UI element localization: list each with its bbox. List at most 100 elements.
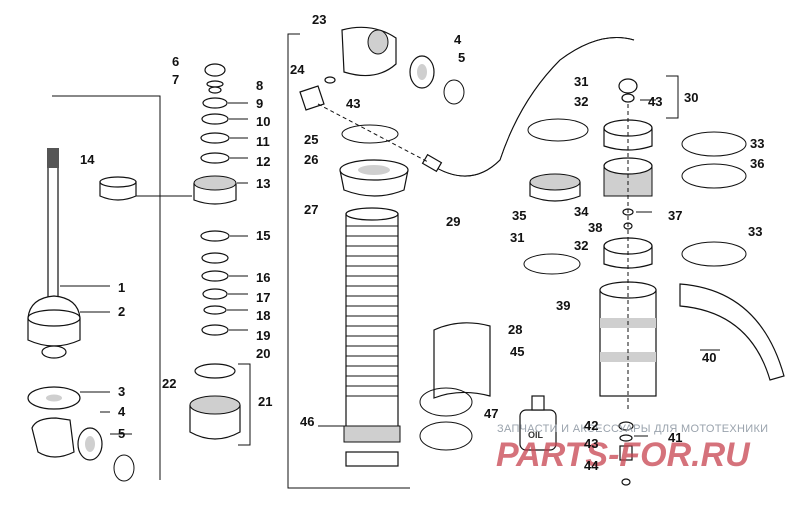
label-31a: 31 <box>574 74 588 89</box>
part-labels: 1 2 3 4 5 6 7 8 9 10 11 12 13 14 15 16 1… <box>80 12 764 473</box>
label-16: 16 <box>256 270 270 285</box>
label-20: 20 <box>256 346 270 361</box>
shim-15 <box>200 230 230 242</box>
leader-lines <box>60 99 720 437</box>
label-6: 6 <box>172 54 179 69</box>
shim-9 <box>202 97 228 109</box>
label-47: 47 <box>484 406 498 421</box>
label-37: 37 <box>668 208 682 223</box>
bump-stop-top <box>27 309 81 327</box>
label-24: 24 <box>290 62 305 77</box>
clip-47b <box>419 421 473 451</box>
washer-7 <box>206 80 224 88</box>
label-28: 28 <box>508 322 522 337</box>
spring-retainer-top <box>99 176 137 188</box>
label-15: 15 <box>256 228 270 243</box>
oring-43a <box>324 76 336 84</box>
label-5b: 5 <box>458 50 465 65</box>
label-11: 11 <box>256 134 270 149</box>
circlip-upper <box>443 79 465 105</box>
bracket-30 <box>666 75 679 119</box>
label-43a: 43 <box>346 96 360 111</box>
label-26: 26 <box>304 152 318 167</box>
label-25: 25 <box>304 132 318 147</box>
label-10: 10 <box>256 114 270 129</box>
oring-43b <box>621 93 635 103</box>
label-39: 39 <box>556 298 570 313</box>
label-14: 14 <box>80 152 95 167</box>
body-cap <box>341 26 397 77</box>
shim-12 <box>200 152 230 164</box>
label-3: 3 <box>118 384 125 399</box>
label-29: 29 <box>446 214 460 229</box>
label-4b: 4 <box>454 32 462 47</box>
bearing-inner <box>85 436 95 452</box>
reservoir-clamp <box>679 283 785 381</box>
label-21: 21 <box>258 394 272 409</box>
circlip-31b <box>523 253 581 275</box>
seal-head-top <box>189 395 241 415</box>
oring-43c <box>619 434 633 442</box>
watermark-tagline: ЗАПЧАСТИ И АКСЕССУАРЫ ДЛЯ МОТОТЕХНИКИ <box>497 423 768 435</box>
clip-47a <box>419 387 473 417</box>
label-33b: 33 <box>748 224 762 239</box>
label-42: 42 <box>584 418 598 433</box>
label-5a: 5 <box>118 426 125 441</box>
label-40: 40 <box>702 350 716 365</box>
body-threads <box>346 225 398 397</box>
label-4a: 4 <box>118 404 126 419</box>
label-19: 19 <box>256 328 270 343</box>
watermark: ЗАПЧАСТИ И АКСЕССУАРЫ ДЛЯ МОТОТЕХНИКИ PA… <box>496 423 768 474</box>
seal-22 <box>194 363 236 379</box>
label-34: 34 <box>574 204 589 219</box>
label-44: 44 <box>584 458 599 473</box>
label-2: 2 <box>118 304 125 319</box>
label-22: 22 <box>162 376 176 391</box>
bracket-left <box>52 95 161 480</box>
piston-top <box>193 175 237 191</box>
valve-41 <box>619 445 633 461</box>
oil-bottle: OIL <box>519 395 557 451</box>
body-tube-top <box>345 207 399 221</box>
label-32b: 32 <box>574 238 588 253</box>
shim-11 <box>200 132 230 144</box>
label-17: 17 <box>256 290 270 305</box>
label-38: 38 <box>588 220 602 235</box>
valve-cap <box>618 78 638 94</box>
nut-42 <box>618 421 634 431</box>
shim-10 <box>201 113 229 125</box>
label-8: 8 <box>256 78 263 93</box>
shock-body-assembly <box>287 26 635 489</box>
valve-stack <box>189 63 251 446</box>
label-9: 9 <box>256 96 263 111</box>
reservoir-hose-inner <box>429 37 635 177</box>
circlip-31a <box>527 118 589 142</box>
bracket-center <box>287 33 410 489</box>
shock-shaft <box>47 149 59 301</box>
label-36: 36 <box>750 156 764 171</box>
shim-8 <box>208 86 222 94</box>
body-bottom <box>345 451 399 467</box>
label-18: 18 <box>256 308 270 323</box>
nut <box>204 63 226 77</box>
shock-shaft-assembly <box>27 95 192 482</box>
label-30: 30 <box>684 90 698 105</box>
oring-25 <box>341 124 399 144</box>
label-23: 23 <box>312 12 326 27</box>
oil-bottle-neck <box>531 395 545 411</box>
label-46: 46 <box>300 414 314 429</box>
shaft-eye <box>41 345 67 359</box>
reservoir-assembly <box>523 75 785 486</box>
valve-cap-44 <box>621 478 631 486</box>
oil-label: OIL <box>528 430 544 440</box>
spring-seat-hole <box>358 165 390 175</box>
circlip <box>113 454 135 482</box>
shim-extra <box>201 252 229 264</box>
label-43b: 43 <box>648 94 662 109</box>
washer-19 <box>201 324 229 336</box>
label-35: 35 <box>512 208 526 223</box>
axis-hose <box>317 103 429 163</box>
label-45: 45 <box>510 344 524 359</box>
label-41: 41 <box>668 430 682 445</box>
